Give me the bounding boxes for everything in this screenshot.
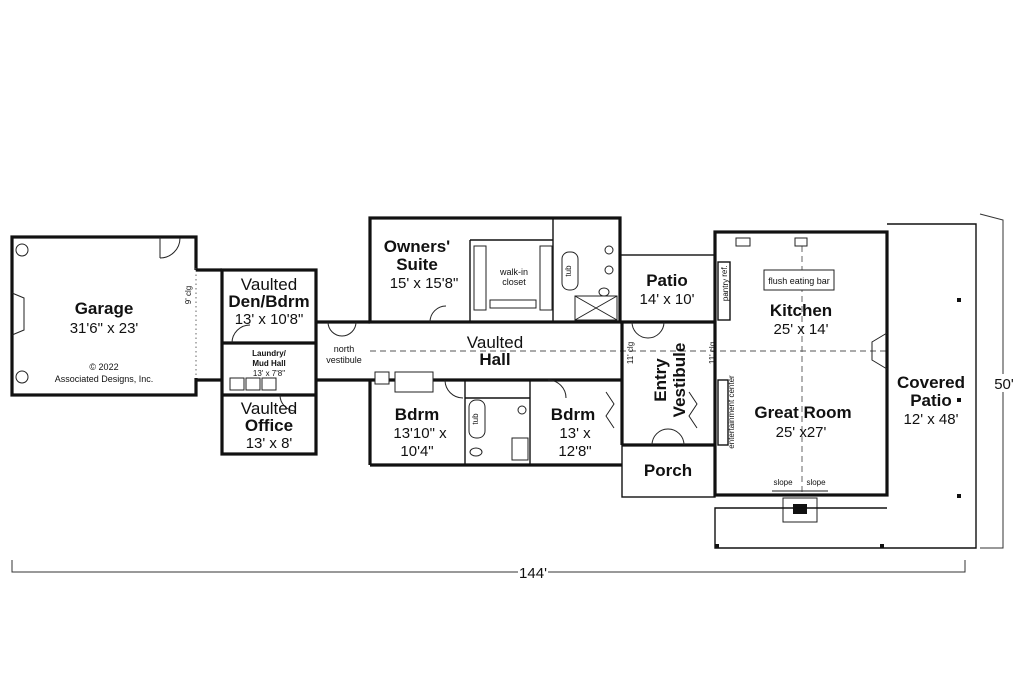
- patio-name: Patio: [646, 271, 688, 290]
- copyright-year: © 2022: [89, 362, 118, 372]
- copyright-owner: Associated Designs, Inc.: [55, 374, 154, 384]
- bedroom-bath-block: [374, 371, 615, 465]
- owners-suite-name-line1: Owners': [384, 237, 450, 256]
- north-vestibule-area: [316, 320, 370, 382]
- ref-label: ref.: [720, 265, 729, 277]
- kitchen-great-room-area: [713, 230, 889, 523]
- garage-name: Garage: [75, 299, 134, 318]
- owners-suite-name-line2: Suite: [396, 255, 438, 274]
- entry-name-line2: Vestibule: [670, 343, 689, 418]
- covered-patio-area: [714, 223, 977, 549]
- kitchen-name: Kitchen: [770, 301, 832, 320]
- laundry-size: 13' x 7'8": [253, 369, 285, 378]
- covered-patio-size: 12' x 48': [904, 411, 959, 428]
- ceiling-note-right: 11' clg: [708, 342, 717, 364]
- overall-depth-dimension: 50': [994, 376, 1014, 393]
- great-room-name: Great Room: [754, 403, 851, 422]
- eating-bar-label: flush eating bar: [768, 276, 830, 286]
- bdrm1-name: Bdrm: [395, 405, 439, 424]
- depth-label-gap: [994, 374, 1014, 392]
- bdrm2-size-line1: 13' x: [559, 425, 591, 442]
- porch-name: Porch: [644, 461, 692, 480]
- garage-ceiling-note: 9' clg: [184, 286, 193, 304]
- north-vestibule-line1: north: [334, 344, 355, 354]
- den-name-line1: Vaulted: [241, 275, 297, 294]
- overall-width-dimension-text: 144': [519, 565, 547, 582]
- owners-suite-size: 15' x 15'8": [390, 275, 459, 292]
- kitchen-size: 25' x 14': [774, 321, 829, 338]
- owners-tub-label: tub: [564, 265, 573, 277]
- bath-tub-label: tub: [471, 413, 480, 425]
- width-label-gap: [518, 566, 548, 578]
- office-name-line2: Office: [245, 416, 293, 435]
- walkin-closet-line1: walk-in: [499, 267, 528, 277]
- office-name-line1: Vaulted: [241, 399, 297, 418]
- bdrm2-size-line2: 12'8": [558, 443, 591, 460]
- laundry-name-line2: Mud Hall: [252, 359, 285, 368]
- laundry-name-line1: Laundry/: [252, 349, 287, 358]
- slope-left-label: slope: [773, 478, 793, 487]
- great-room-size: 25' x27': [776, 424, 827, 441]
- den-name-line2: Den/Bdrm: [228, 292, 309, 311]
- bdrm1-size-line1: 13'10" x: [393, 425, 447, 442]
- hall-name-line2: Hall: [479, 350, 510, 369]
- entry-name-line1: Entry: [651, 358, 670, 402]
- north-vestibule-line2: vestibule: [326, 355, 362, 365]
- slope-right-label: slope: [806, 478, 826, 487]
- pantry-label: pantry: [721, 279, 730, 301]
- office-size: 13' x 8': [246, 435, 293, 452]
- bdrm1-size-line2: 10'4": [400, 443, 433, 460]
- covered-patio-name-line2: Patio: [910, 391, 952, 410]
- bdrm2-name: Bdrm: [551, 405, 595, 424]
- den-size: 13' x 10'8": [235, 311, 304, 328]
- hall-name-line1: Vaulted: [467, 333, 523, 352]
- den-laundry-office-block: [220, 268, 318, 456]
- walkin-closet-line2: closet: [502, 277, 526, 287]
- covered-patio-name-line1: Covered: [897, 373, 965, 392]
- ceiling-note-left: 11' clg: [626, 342, 635, 364]
- garage-size: 31'6" x 23': [70, 320, 139, 337]
- garage-room: [10, 235, 222, 397]
- patio-size: 14' x 10': [640, 291, 695, 308]
- entertainment-center-label: entertainment center: [727, 375, 736, 449]
